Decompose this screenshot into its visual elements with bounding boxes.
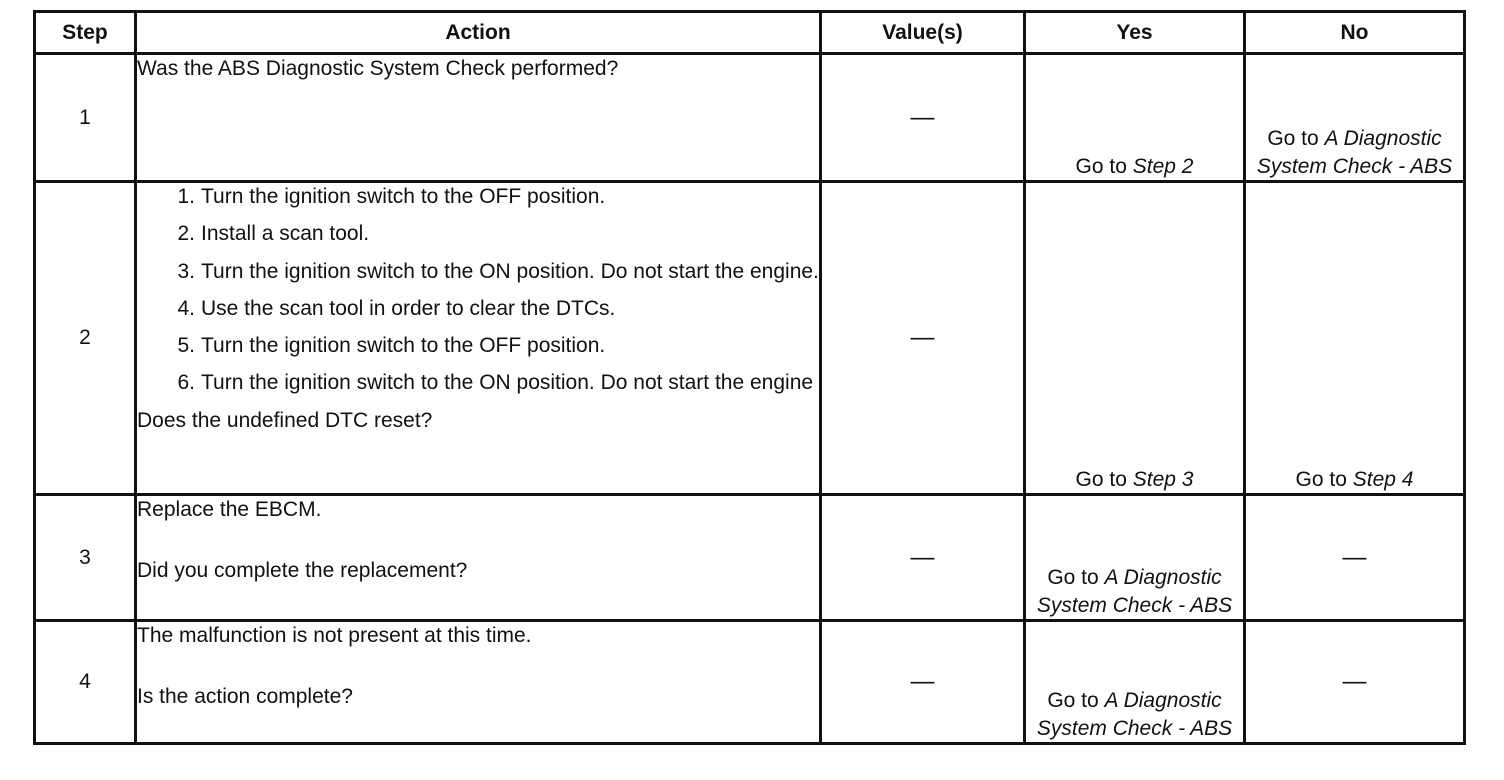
yes-cell: Go to Step 2 [1023, 52, 1246, 183]
value-cell: — [819, 52, 1026, 183]
no-prefix: Go to [1267, 127, 1325, 151]
yes-cell: Go to A Diagnostic System Check - ABS [1023, 619, 1246, 745]
no-link[interactable]: A Diagnostic System Check - ABS [1256, 127, 1453, 178]
value-cell: — [819, 619, 1026, 745]
table-row: 4 The malfunction is not present at this… [33, 619, 1466, 745]
yes-link[interactable]: A Diagnostic System Check - ABS [1036, 566, 1233, 617]
header-no: No [1243, 10, 1466, 55]
list-item: 6.Turn the ignition switch to the ON pos… [177, 371, 814, 395]
yes-prefix: Go to [1047, 566, 1105, 590]
header-step: Step [33, 10, 137, 55]
list-item: 5.Turn the ignition switch to the OFF po… [177, 334, 606, 358]
procedure-list: 1.Turn the ignition switch to the OFF po… [137, 183, 819, 397]
action-cell: Was the ABS Diagnostic System Check perf… [134, 52, 822, 183]
yes-prefix: Go to [1075, 467, 1133, 491]
yes-prefix: Go to [1075, 154, 1133, 178]
table-row: 3 Replace the EBCM. Did you complete the… [33, 493, 1466, 622]
action-question: Does the undefined DTC reset? [137, 408, 433, 432]
table-row: 1 Was the ABS Diagnostic System Check pe… [33, 52, 1466, 183]
list-item: 4.Use the scan tool in order to clear th… [177, 296, 616, 320]
diagnostic-table: Step Action Value(s) Yes No 1 Was the AB… [33, 10, 1466, 745]
step-number: 4 [33, 619, 137, 745]
action-instruction: The malfunction is not present at this t… [137, 624, 532, 647]
header-action: Action [134, 10, 822, 55]
yes-link[interactable]: Step 3 [1132, 467, 1194, 491]
header-values: Value(s) [819, 10, 1026, 55]
list-item: 2.Install a scan tool. [177, 222, 370, 246]
action-question: Did you complete the replacement? [137, 559, 468, 583]
no-cell: — [1243, 619, 1466, 745]
no-prefix: Go to [1295, 467, 1353, 491]
step-number: 3 [33, 493, 137, 622]
no-cell: Go to A Diagnostic System Check - ABS [1243, 52, 1466, 183]
list-item: 1.Turn the ignition switch to the OFF po… [177, 185, 606, 208]
action-question: Was the ABS Diagnostic System Check perf… [137, 57, 619, 80]
step-number: 1 [33, 52, 137, 183]
step-number: 2 [33, 180, 137, 496]
action-instruction: Replace the EBCM. [137, 498, 322, 521]
list-item: 3.Turn the ignition switch to the ON pos… [177, 259, 819, 283]
header-row: Step Action Value(s) Yes No [33, 10, 1466, 55]
action-question: Is the action complete? [137, 685, 353, 709]
action-cell: 1.Turn the ignition switch to the OFF po… [134, 180, 822, 496]
action-cell: The malfunction is not present at this t… [134, 619, 822, 745]
no-cell: Go to Step 4 [1243, 180, 1466, 496]
table-row: 2 1.Turn the ignition switch to the OFF … [33, 180, 1466, 496]
yes-link[interactable]: A Diagnostic System Check - ABS [1036, 689, 1233, 740]
value-cell: — [819, 493, 1026, 622]
header-yes: Yes [1023, 10, 1246, 55]
yes-prefix: Go to [1047, 689, 1105, 713]
value-cell: — [819, 180, 1026, 496]
yes-cell: Go to A Diagnostic System Check - ABS [1023, 493, 1246, 622]
yes-link[interactable]: Step 2 [1132, 154, 1194, 178]
no-link[interactable]: Step 4 [1352, 467, 1414, 491]
no-cell: — [1243, 493, 1466, 622]
action-cell: Replace the EBCM. Did you complete the r… [134, 493, 822, 622]
yes-cell: Go to Step 3 [1023, 180, 1246, 496]
